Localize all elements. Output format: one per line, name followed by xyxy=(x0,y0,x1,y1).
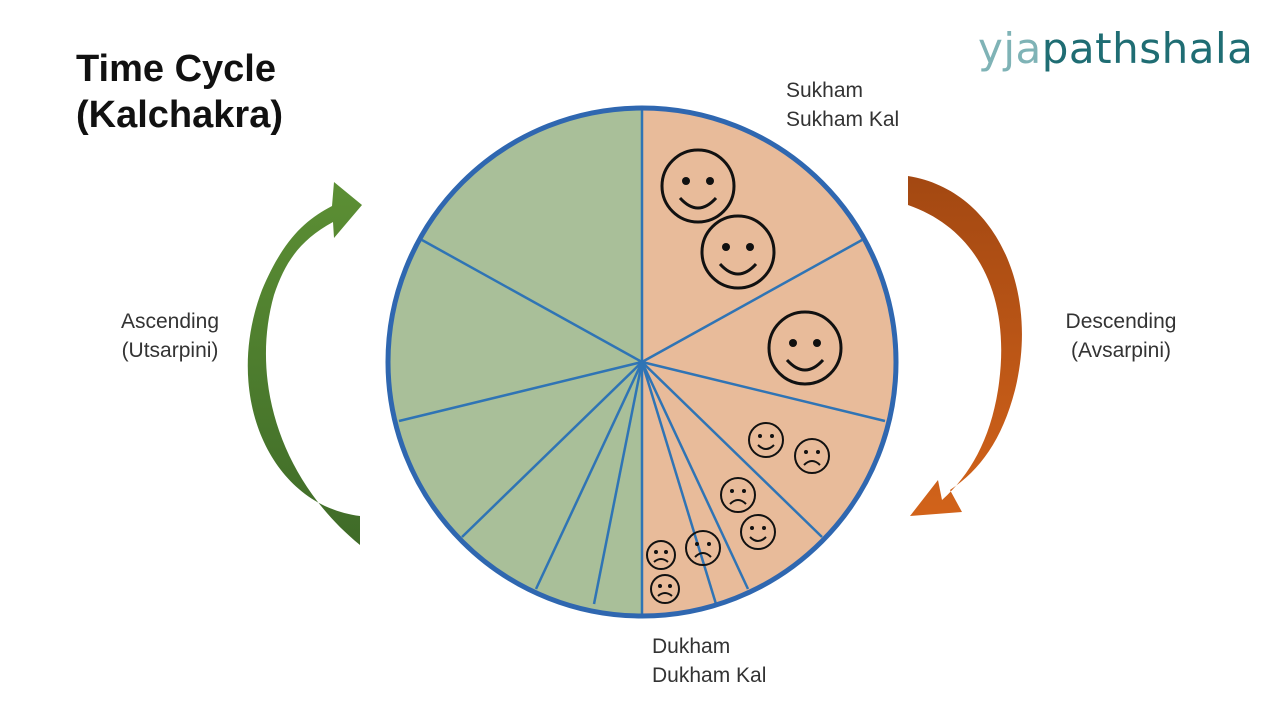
ascending-arrow xyxy=(247,182,362,545)
descending-label-line-1: Descending xyxy=(1065,310,1177,333)
sukham-label-line-1: Sukham xyxy=(786,79,864,102)
smiley-face-icon xyxy=(767,310,843,386)
smiley-face-icon xyxy=(748,422,784,458)
wheel-spokes xyxy=(398,108,886,616)
ascending-half xyxy=(388,108,642,616)
sad-face-icon xyxy=(794,438,830,474)
page-title: Time Cycle (Kalchakra) xyxy=(76,46,283,138)
ascending-label-line-1: Ascending xyxy=(120,310,220,333)
dukham-label: Dukham Dukham Kal xyxy=(652,632,766,690)
sad-face-icon xyxy=(646,540,676,570)
dukham-label-line-1: Dukham xyxy=(652,635,731,658)
sad-face-icon xyxy=(685,530,721,566)
logo-part-1: yja xyxy=(978,24,1042,73)
smiley-face-icon xyxy=(700,214,776,290)
descending-half xyxy=(642,108,896,616)
title-line-1: Time Cycle xyxy=(76,48,276,90)
logo-part-2: pathshala xyxy=(1041,24,1254,73)
descending-arrow xyxy=(908,176,1022,516)
sukham-label: Sukham Sukham Kal xyxy=(786,76,899,134)
sad-face-icon xyxy=(720,477,756,513)
smiley-face-icon xyxy=(740,514,776,550)
sad-face-icon xyxy=(650,574,680,604)
title-line-2: (Kalchakra) xyxy=(76,94,283,136)
smiley-face-icon xyxy=(660,148,736,224)
wheel-border xyxy=(385,105,899,619)
brand-logo: yjapathshala xyxy=(978,24,1253,73)
descending-label: Descending (Avsarpini) xyxy=(1048,307,1194,365)
descending-label-line-2: (Avsarpini) xyxy=(1071,339,1171,362)
ascending-label: Ascending (Utsarpini) xyxy=(108,307,232,365)
sukham-label-line-2: Sukham Kal xyxy=(786,108,900,131)
ascending-label-line-2: (Utsarpini) xyxy=(121,339,219,362)
dukham-label-line-2: Dukham Kal xyxy=(652,664,767,687)
